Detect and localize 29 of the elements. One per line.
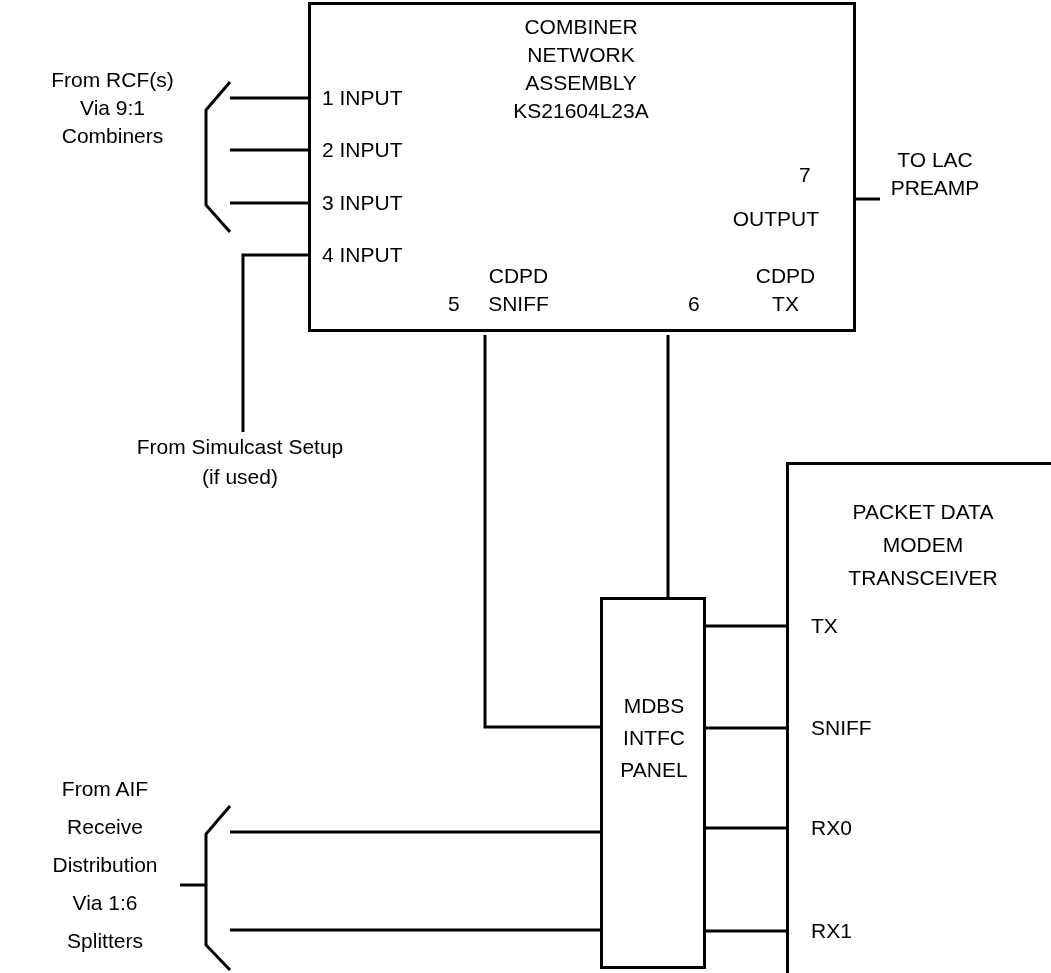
port-label: 3 INPUT xyxy=(311,189,441,217)
connector-line xyxy=(666,335,670,597)
box-title: COMBINER NETWORK ASSEMBLY KS21604L23A xyxy=(512,14,650,124)
connector-line xyxy=(230,928,600,932)
port-label: CDPD SNIFF xyxy=(487,263,550,317)
port-number: 5 xyxy=(448,291,460,317)
port-label: OUTPUT xyxy=(731,206,819,232)
transceiver-box xyxy=(786,462,1051,973)
port-label: SNIFF xyxy=(789,714,899,742)
box-title: PACKET DATA MODEM TRANSCEIVER xyxy=(847,499,999,591)
source-label: TO LAC PREAMP xyxy=(880,146,990,202)
port-label: RX1 xyxy=(789,917,899,945)
port-number: 6 xyxy=(688,291,700,317)
box-title: MDBS INTFC PANEL xyxy=(619,693,689,783)
connector-line xyxy=(483,335,600,729)
source-label: From RCF(s) Via 9:1 Combiners xyxy=(50,67,175,149)
source-label: From AIF Receive Distribution Via 1:6 Splitters xyxy=(51,776,159,954)
connector-line xyxy=(230,830,600,834)
assembly-box xyxy=(308,2,856,332)
port-label: 4 INPUT xyxy=(311,241,441,269)
port-label: 2 INPUT xyxy=(311,136,441,164)
port-label: RX0 xyxy=(789,814,899,842)
source-label: From Simulcast Setup (if used) xyxy=(130,432,350,492)
port-label: TX xyxy=(789,612,899,640)
port-label: CDPD TX xyxy=(754,263,817,317)
port-number: 7 xyxy=(799,162,811,188)
port-label: 1 INPUT xyxy=(311,84,441,112)
panel-box xyxy=(600,597,706,969)
connector-line xyxy=(855,197,880,201)
